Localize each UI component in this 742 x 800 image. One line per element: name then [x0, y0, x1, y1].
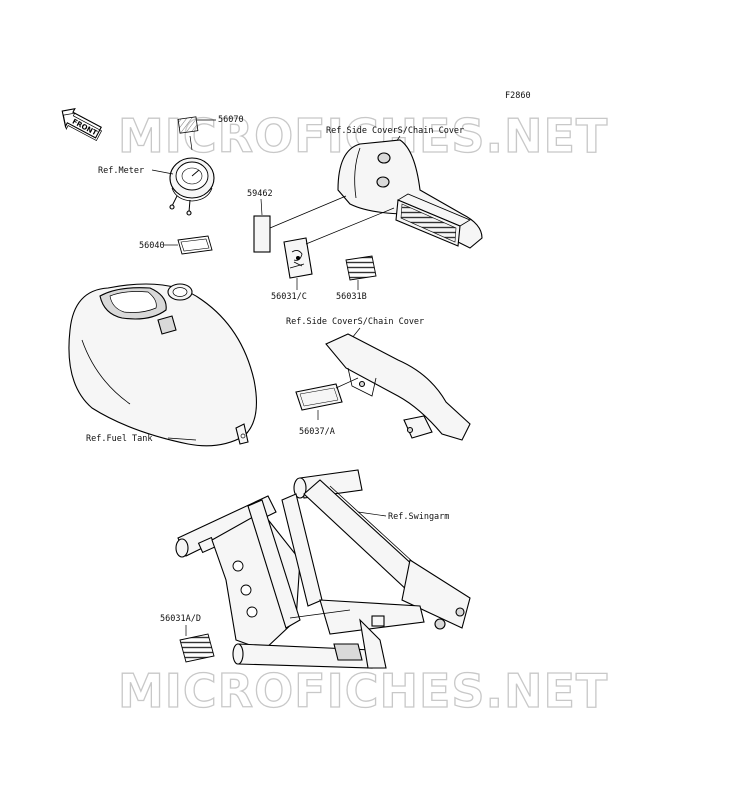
side-cover-mid-part — [325, 333, 471, 441]
ref-fuel-tank-label: Ref.Fuel Tank — [86, 434, 153, 444]
label-56031c-sticker — [283, 237, 313, 279]
ref-swingarm-label: Ref.Swingarm — [388, 512, 449, 522]
label-59462-sticker — [253, 215, 271, 253]
label-56070: 56070 — [218, 115, 244, 125]
label-56031b-sticker — [345, 255, 377, 281]
front-arrow-icon: FRONT — [61, 107, 103, 142]
ref-side-cover-top-label: Ref.Side CoverS/Chain Cover — [326, 126, 464, 136]
label-56031ad: 56031A/D — [160, 614, 201, 624]
label-56037a-sticker — [295, 383, 343, 411]
meter-part — [169, 135, 215, 216]
label-59462: 59462 — [247, 189, 273, 199]
watermark-bottom: MICROFICHES.NET — [118, 664, 608, 718]
swingarm-part — [175, 469, 471, 669]
label-56037a: 56037/A — [299, 427, 335, 437]
label-56031b: 56031B — [336, 292, 367, 302]
ref-meter-label: Ref.Meter — [98, 166, 144, 176]
label-56040-sticker — [177, 235, 213, 255]
side-cover-top-part — [337, 139, 483, 249]
label-56031ad-sticker — [179, 633, 215, 663]
figure-code: F2860 — [505, 91, 531, 101]
label-56070-sticker — [177, 116, 199, 134]
label-56031c: 56031/C — [271, 292, 307, 302]
ref-side-cover-mid-label: Ref.Side CoverS/Chain Cover — [286, 317, 424, 327]
fuel-tank-part — [68, 283, 257, 447]
label-56040: 56040 — [139, 241, 165, 251]
